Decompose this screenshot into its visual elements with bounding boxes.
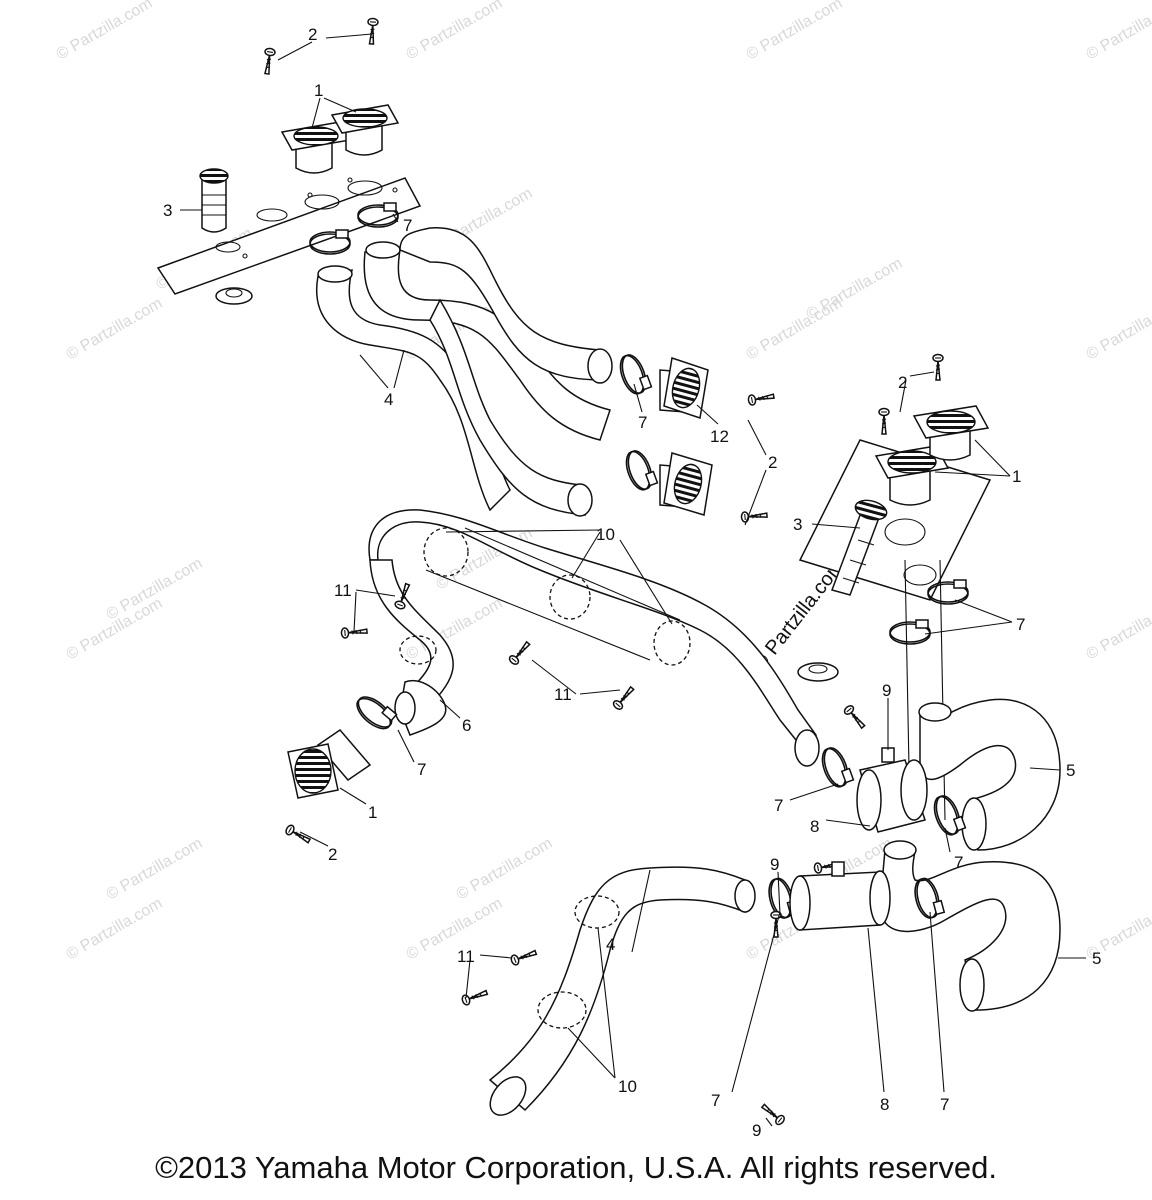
callout-label: 4 <box>606 935 615 954</box>
hose-clamp <box>621 446 659 494</box>
screw <box>932 353 944 381</box>
upper-gasket-plate <box>156 177 422 295</box>
hose-clamp <box>615 350 653 398</box>
watermark: © Partzilla.com <box>64 295 166 364</box>
screw <box>746 390 776 407</box>
callout-label: 3 <box>793 515 802 534</box>
callout-label: 7 <box>954 853 963 872</box>
drain-fitting-upper <box>199 168 229 233</box>
callout-label: 6 <box>462 716 471 735</box>
callout-label: 7 <box>638 413 647 432</box>
callout-label: 11 <box>554 685 572 704</box>
callout-label: 5 <box>1066 761 1075 780</box>
leader-lines <box>180 33 1086 1127</box>
watermark: © Partzilla.com <box>744 0 846 63</box>
screw <box>261 47 277 76</box>
hose-clamp <box>889 619 931 645</box>
callout-label: 12 <box>710 427 729 446</box>
elbow-hose <box>394 679 447 736</box>
hose-clamp <box>929 791 967 839</box>
callout-label: 2 <box>328 845 337 864</box>
watermark: © Partzilla.com <box>404 895 506 964</box>
screw <box>509 947 539 967</box>
callout-label: 7 <box>403 216 412 235</box>
vent-grille-upper-right <box>330 104 400 156</box>
callout-label: 1 <box>1012 467 1021 486</box>
screw <box>460 987 490 1007</box>
parts-diagram: © Partzilla.com © Partzilla.com © Partzi… <box>54 0 1152 1140</box>
callout-label: 9 <box>770 855 779 874</box>
callout-label: 11 <box>334 581 352 600</box>
watermark: © Partzilla.com <box>454 835 556 904</box>
callout-label: 11 <box>457 947 475 966</box>
nut-right <box>797 662 839 682</box>
callout-label: 7 <box>774 796 783 815</box>
hose-lower <box>488 866 756 1116</box>
callout-label: 2 <box>308 25 317 44</box>
watermark: © Partzilla.com <box>54 0 156 63</box>
screw <box>842 703 868 731</box>
callout-label: 7 <box>417 760 426 779</box>
screw <box>740 509 769 524</box>
hose-u-lower <box>879 840 1061 1012</box>
callout-label: 4 <box>384 390 393 409</box>
callout-label: 3 <box>163 201 172 220</box>
callout-label: 7 <box>711 1091 720 1110</box>
watermark: © Partzilla.com <box>1084 295 1152 364</box>
vent-grille-right-b <box>912 405 990 461</box>
callout-label: 10 <box>618 1077 637 1096</box>
connector-pipe-upper <box>856 747 928 833</box>
vent-outlet <box>659 452 713 516</box>
connector-pipe-lower <box>789 861 891 931</box>
watermark: © Partzilla.com <box>804 255 906 324</box>
nut-upper <box>215 287 253 305</box>
callout-label: 8 <box>810 817 819 836</box>
callout-label: 9 <box>752 1121 761 1140</box>
copyright-notice: ©2013 Yamaha Motor Corporation, U.S.A. A… <box>155 1150 997 1185</box>
screw <box>878 407 890 435</box>
callout-label: 7 <box>940 1095 949 1114</box>
screw <box>283 823 313 847</box>
callout-label: 10 <box>596 525 615 544</box>
watermark: © Partzilla.com <box>64 895 166 964</box>
screw <box>507 639 533 667</box>
callout-label: 9 <box>882 681 891 700</box>
screw <box>365 17 379 46</box>
callout-labels: 2 1 3 7 4 7 12 2 2 1 3 10 11 7 11 9 6 7 … <box>163 25 1101 1140</box>
watermark: © Partzilla.com <box>1084 0 1152 63</box>
callout-label: 1 <box>314 81 323 100</box>
watermark: © Partzilla.com <box>104 835 206 904</box>
callout-label: 2 <box>898 373 907 392</box>
callout-label: 2 <box>768 453 777 472</box>
hose-clamp <box>351 689 399 735</box>
vent-grille-lower-left <box>287 729 372 799</box>
callout-label: 5 <box>1092 949 1101 968</box>
hose-upper <box>315 227 613 517</box>
callout-label: 1 <box>368 803 377 822</box>
watermark: © Partzilla.com <box>404 0 506 63</box>
drain-fitting-right <box>831 499 888 596</box>
vent-outlet-12 <box>659 357 709 419</box>
callout-label: 7 <box>1016 615 1025 634</box>
hose-middle-long <box>368 509 820 767</box>
callout-label: 8 <box>880 1095 889 1114</box>
hose-u-upper <box>918 698 1061 851</box>
hose-clamp <box>817 743 855 791</box>
screw <box>759 1101 787 1127</box>
screw <box>611 684 637 712</box>
watermark: © Partzilla.com <box>1084 595 1152 664</box>
